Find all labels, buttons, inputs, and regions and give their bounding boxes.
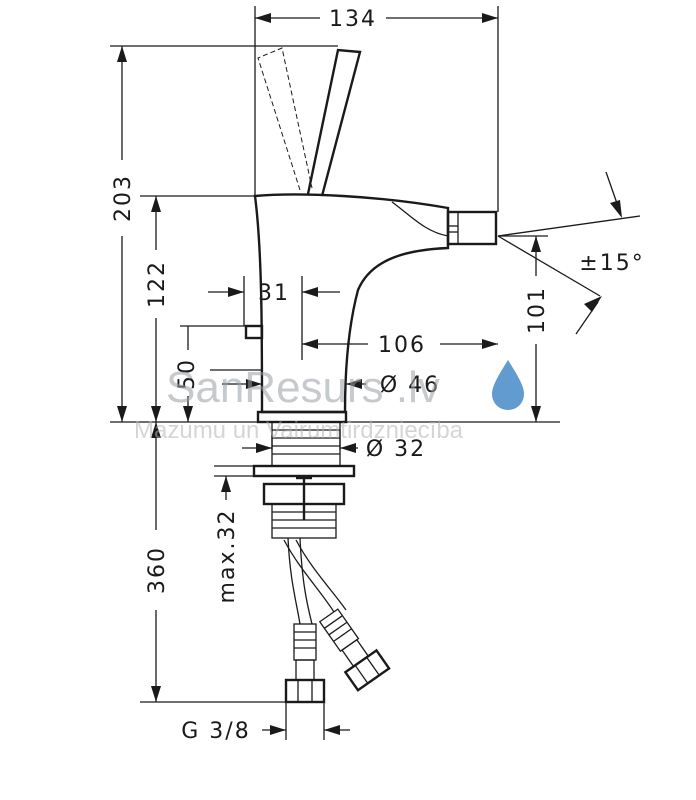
watermark-brand: SanResurs .lv [166, 363, 440, 412]
water-drop-icon [492, 360, 524, 410]
dim-spout-height: 101 [525, 286, 550, 334]
dim-height-spout: 122 [145, 260, 170, 308]
watermark-tagline: Mazumu un Vairumtirdzniecība [134, 417, 464, 444]
dim-max-thickness: max.32 [215, 509, 240, 604]
dim-swivel-angle: ±15° [579, 251, 644, 276]
dimension-lines [117, 13, 622, 735]
dim-lift-rod-height: 50 [175, 358, 200, 390]
extension-lines [110, 6, 641, 740]
dim-diameter-shank: Ø 32 [366, 437, 426, 462]
dim-thread: G 3/8 [181, 719, 250, 744]
dim-width-total: 134 [329, 7, 377, 32]
dim-hose-length: 360 [145, 546, 170, 594]
dim-height-total: 203 [111, 174, 136, 222]
dim-diameter-body: Ø 46 [380, 373, 440, 398]
dim-offset-lever: 31 [258, 281, 290, 306]
supply-hoses [283, 537, 391, 704]
watermark: SanResurs .lv Mazumu un Vairumtirdzniecī… [134, 360, 524, 444]
dim-spout-reach: 106 [378, 333, 426, 358]
